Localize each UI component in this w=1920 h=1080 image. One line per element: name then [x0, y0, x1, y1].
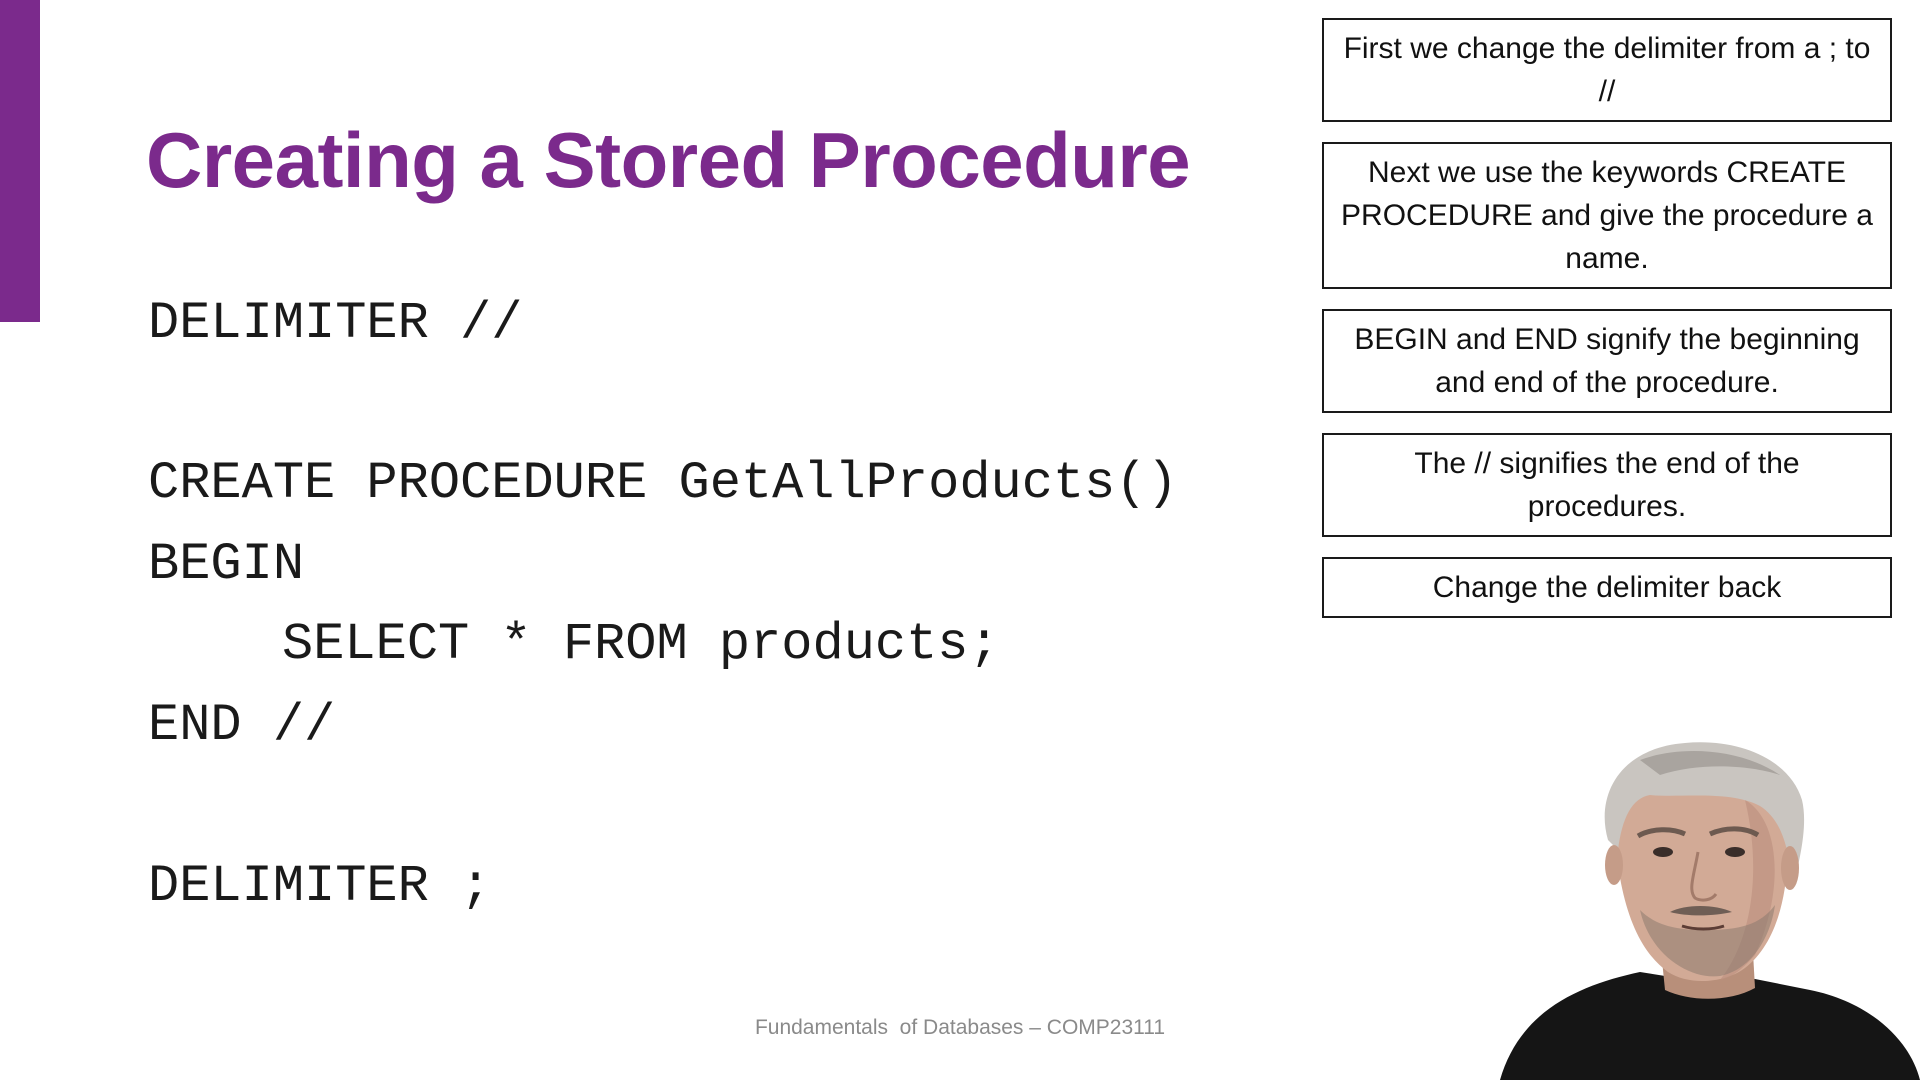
code-line: DELIMITER ;	[148, 857, 492, 916]
slide-footer: Fundamentals of Databases – COMP23111	[754, 1016, 1166, 1039]
slide-title: Creating a Stored Procedure	[146, 116, 1191, 204]
presenter-webcam-icon	[1500, 742, 1920, 1080]
note-box: The // signifies the end of the procedur…	[1322, 433, 1892, 537]
note-text: The // signifies the end of the procedur…	[1414, 447, 1800, 523]
code-line: SELECT * FROM products;	[282, 615, 1000, 674]
note-text: Next we use the keywords CREATE PROCEDUR…	[1341, 156, 1873, 275]
note-box: First we change the delimiter from a ; t…	[1322, 18, 1892, 122]
code-line: END //	[148, 696, 336, 755]
code-line: DELIMITER //	[148, 294, 523, 353]
presenter-webcam	[1490, 740, 1920, 1080]
note-box: BEGIN and END signify the beginning and …	[1322, 309, 1892, 413]
note-box: Change the delimiter back	[1322, 557, 1892, 618]
note-box: Next we use the keywords CREATE PROCEDUR…	[1322, 142, 1892, 289]
note-text: First we change the delimiter from a ; t…	[1343, 32, 1871, 108]
note-text: Change the delimiter back	[1432, 571, 1782, 604]
code-block: DELIMITER // CREATE PROCEDURE GetAllProd…	[148, 0, 1298, 1000]
accent-bar	[0, 0, 40, 322]
code-line: CREATE PROCEDURE GetAllProducts()	[148, 454, 1178, 513]
code-line: BEGIN	[148, 535, 305, 594]
note-text: BEGIN and END signify the beginning and …	[1354, 323, 1860, 399]
